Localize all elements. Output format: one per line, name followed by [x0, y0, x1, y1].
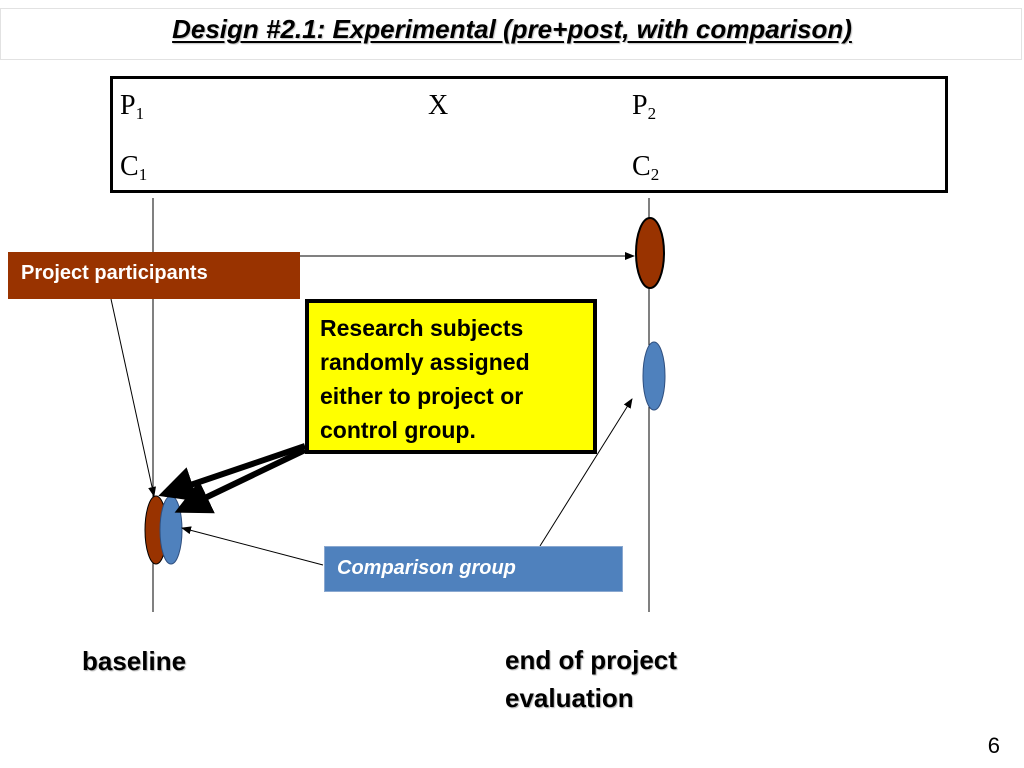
research-subjects-box: Research subjects randomly assigned eith… [305, 299, 597, 454]
endline-caption-line-2: evaluation [505, 683, 634, 713]
notation-c1: C1 [120, 151, 148, 184]
page-number: 6 [987, 733, 1000, 758]
comparison-pre-ellipse [159, 495, 183, 565]
research-line-3: either to project or [320, 383, 524, 409]
notation-p1: P1 [120, 90, 145, 123]
project-participants-label: Project participants [8, 252, 300, 299]
arrow-participants-to-baseline [110, 298, 156, 497]
project-post-ellipse [635, 217, 665, 289]
endline-caption-line-1: end of project [505, 645, 677, 675]
comparison-group-label: Comparison group [324, 546, 623, 592]
arrow-comparison-to-baseline [181, 526, 324, 566]
slide-title: Design #2.1: Experimental (pre+post, wit… [172, 14, 852, 44]
baseline-caption: baseline [82, 646, 187, 676]
arrow-research-to-comparison [174, 447, 307, 514]
notation-p2: P2 [632, 90, 657, 123]
research-line-4: control group. [320, 417, 476, 443]
notation-x: X [428, 90, 449, 121]
endline-caption: end of project evaluation [505, 641, 677, 717]
research-line-2: randomly assigned [320, 349, 530, 375]
notation-c2: C2 [632, 151, 660, 184]
comparison-post-ellipse [642, 341, 666, 411]
arrow-comparison-to-post [539, 398, 633, 547]
notation-box [110, 76, 948, 193]
title-bar [0, 8, 1022, 60]
research-line-1: Research subjects [320, 315, 524, 341]
